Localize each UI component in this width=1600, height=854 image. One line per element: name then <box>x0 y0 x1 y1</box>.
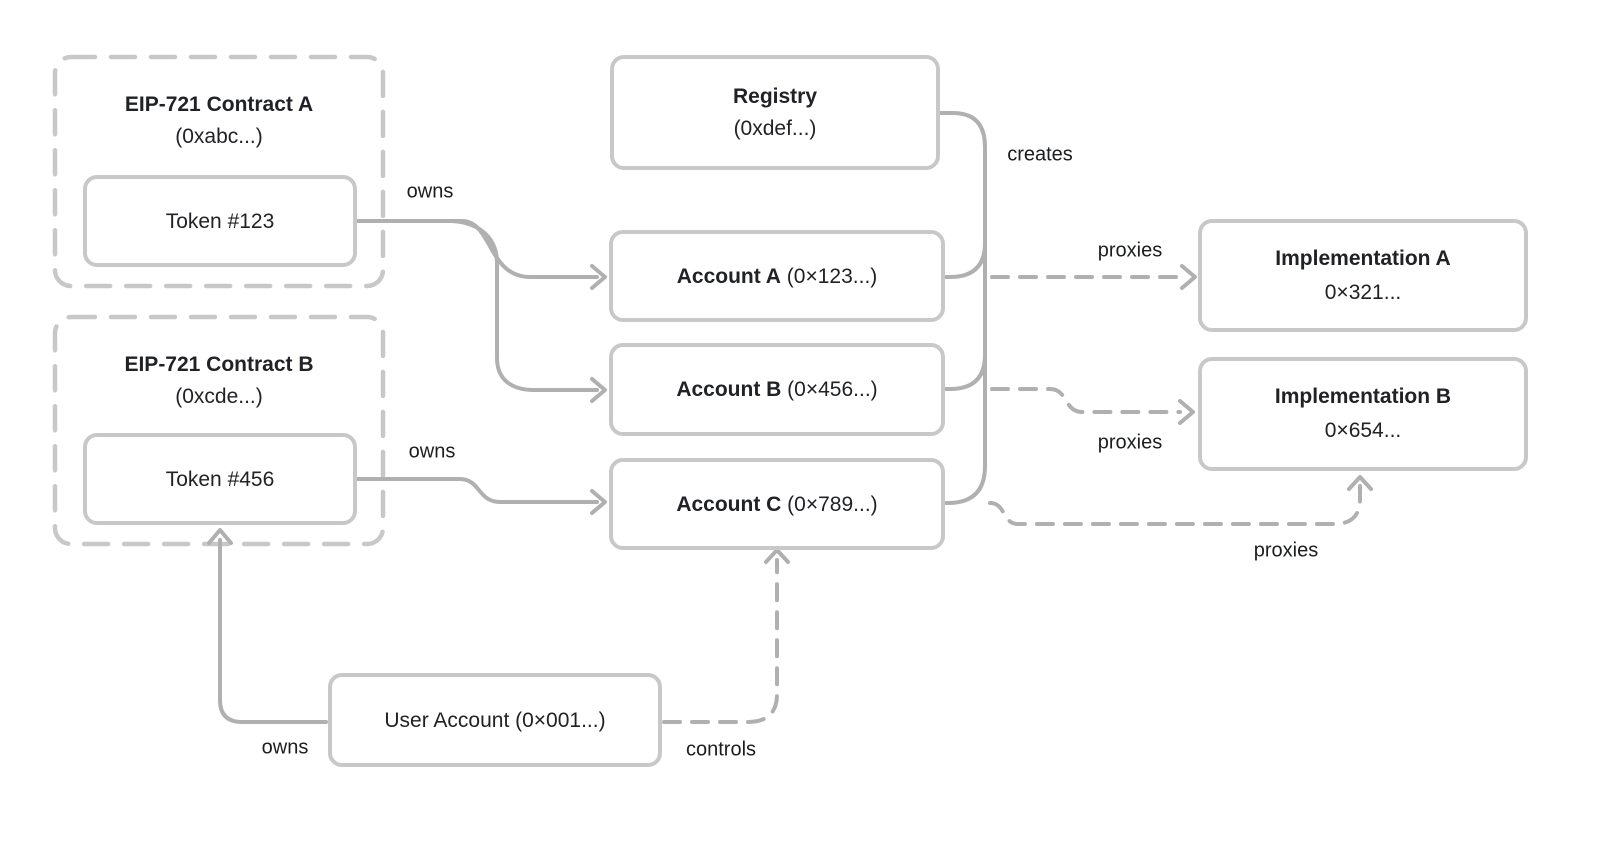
edge-label-owns-user: owns <box>261 736 309 759</box>
contract-b-header: EIP-721 Contract B (0xcde...) <box>53 349 385 413</box>
registry-title: Registry <box>732 84 818 108</box>
edge-trunk-accountB <box>944 353 987 391</box>
account-b-title: Account B <box>676 378 782 401</box>
edge-accountC-proxies-implB <box>988 484 1362 526</box>
edge-label-owns-token123: owns <box>406 180 454 203</box>
token-123-label: Token #123 <box>165 209 275 233</box>
contract-a-address: (0xabc...) <box>175 125 263 148</box>
edge-trunk-accountA <box>944 241 987 279</box>
edge-registry-creates-trunk <box>939 111 987 505</box>
node-registry: Registry (0xdef...) <box>610 55 940 170</box>
arrowhead-into-implB-left <box>1178 399 1195 425</box>
account-a-address: (0×123...) <box>786 264 878 288</box>
account-b-label: Account B (0×456...) <box>676 373 877 406</box>
node-token-456: Token #456 <box>83 433 357 525</box>
account-a-label: Account A (0×123...) <box>677 260 878 293</box>
account-c-title: Account C <box>676 492 782 516</box>
edge-label-controls: controls <box>685 738 757 761</box>
contract-a-title: EIP-721 Contract A <box>124 93 314 116</box>
node-token-123: Token #123 <box>83 175 357 267</box>
arrowhead-into-token456-bottom <box>207 528 233 545</box>
contract-a-dashed-border <box>52 54 386 289</box>
account-b-address: (0×456...) <box>787 378 878 401</box>
edge-label-creates: creates <box>1007 143 1073 166</box>
arrowhead-into-implB-bottom <box>1347 475 1373 491</box>
contract-a-header: EIP-721 Contract A (0xabc...) <box>53 89 385 153</box>
edge-user-owns-token456 <box>218 538 328 724</box>
node-account-a: Account A (0×123...) <box>609 230 945 322</box>
account-c-label: Account C (0×789...) <box>676 488 877 521</box>
edge-token456-owns-accountC <box>355 477 599 504</box>
account-c-address: (0×789...) <box>787 492 878 516</box>
edge-label-proxies-a: proxies <box>1097 239 1163 262</box>
contract-b-title: EIP-721 Contract B <box>124 353 314 376</box>
implementation-a-address: 0×321... <box>1324 280 1402 304</box>
arrowhead-into-accountC <box>590 489 607 515</box>
edge-label-owns-token456: owns <box>408 440 456 463</box>
edge-user-controls-accountC <box>662 558 779 724</box>
implementation-b-address: 0×654... <box>1324 419 1402 442</box>
user-account-label: User Account (0×001...) <box>384 708 606 732</box>
contract-b-address: (0xcde...) <box>175 385 263 408</box>
arrowhead-into-implA <box>1180 264 1197 290</box>
node-implementation-a: Implementation A 0×321... <box>1198 219 1528 332</box>
node-account-b: Account B (0×456...) <box>609 343 945 436</box>
edge-accountB-proxies-implB <box>990 387 1182 414</box>
node-implementation-b: Implementation B 0×654... <box>1198 357 1528 471</box>
edge-token123-owns-accountB <box>355 219 599 392</box>
implementation-a-title: Implementation A <box>1275 246 1451 270</box>
arrowhead-into-accountA <box>590 264 607 290</box>
implementation-b-title: Implementation B <box>1274 385 1452 408</box>
edge-label-proxies-b: proxies <box>1097 431 1163 454</box>
account-a-title: Account A <box>676 264 781 288</box>
node-account-c: Account C (0×789...) <box>609 458 945 550</box>
edge-label-proxies-c: proxies <box>1253 539 1319 562</box>
arrowhead-into-accountB <box>590 377 607 403</box>
token-456-label: Token #456 <box>165 467 275 491</box>
node-user-account: User Account (0×001...) <box>328 673 662 767</box>
arrowhead-into-accountC-bottom <box>764 548 790 564</box>
registry-address: (0xdef...) <box>733 116 817 140</box>
